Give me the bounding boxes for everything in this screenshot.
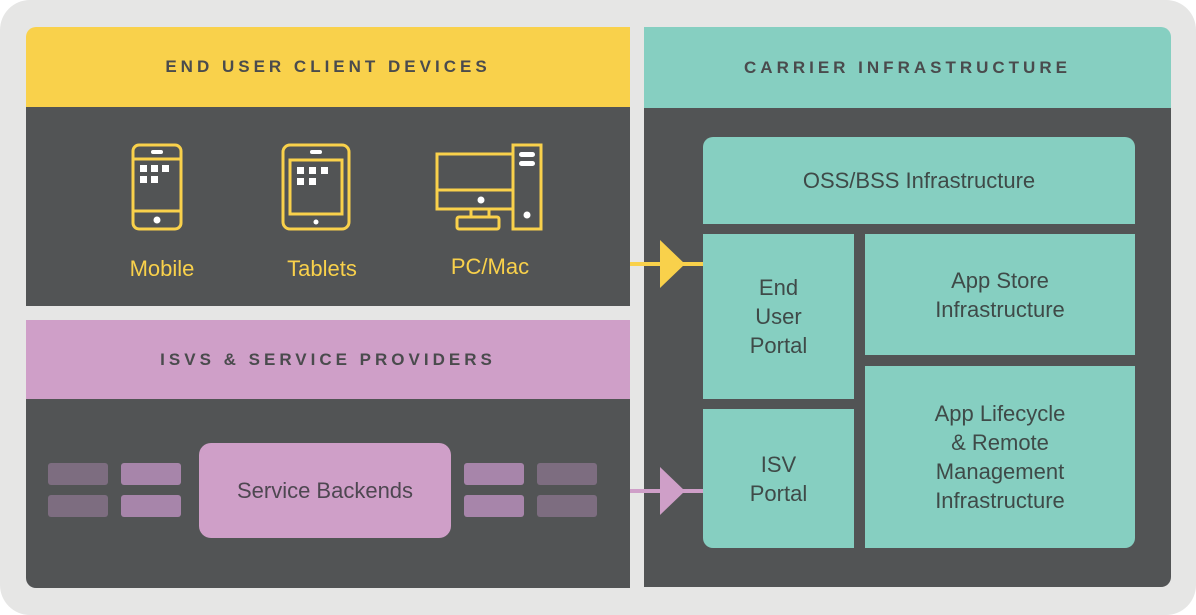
backend-block — [464, 463, 524, 485]
end-user-portal-label: End User Portal — [749, 275, 808, 358]
end-user-header: END USER CLIENT DEVICES — [26, 27, 630, 107]
isv-arrow-icon — [630, 467, 703, 515]
mobile-phone-icon — [131, 143, 183, 231]
isv-portal-label: ISV Portal — [749, 451, 808, 506]
app-store-box: App Store Infrastructure — [865, 234, 1135, 355]
carrier-header: CARRIER INFRASTRUCTURE — [644, 27, 1171, 108]
service-backends-label: Service Backends — [236, 478, 414, 503]
device-label-pc-mac: PC/Mac — [450, 254, 530, 279]
backend-block — [48, 463, 108, 485]
backend-block — [464, 495, 524, 517]
device-label-mobile: Mobile — [129, 256, 195, 281]
backend-block — [537, 495, 597, 517]
app-lifecycle-box: App Lifecycle & Remote Management Infras… — [865, 366, 1135, 548]
device-label-tablets: Tablets — [287, 256, 357, 281]
isv-title: ISVS & SERVICE PROVIDERS — [160, 349, 496, 369]
isv-portal-box: ISV Portal — [703, 409, 854, 548]
oss-bss-box: OSS/BSS Infrastructure — [703, 137, 1135, 224]
backend-block — [121, 495, 181, 517]
app-store-label: App Store Infrastructure — [935, 267, 1065, 322]
carrier-title: CARRIER INFRASTRUCTURE — [744, 57, 1071, 77]
backend-block — [121, 463, 181, 485]
tablet-icon — [281, 143, 351, 231]
desktop-computer-icon — [435, 143, 543, 231]
oss-bss-label: OSS/BSS Infrastructure — [802, 168, 1036, 193]
end-user-arrow-icon — [630, 240, 703, 288]
app-lifecycle-label: App Lifecycle & Remote Management Infras… — [934, 401, 1066, 513]
service-backends-box: Service Backends — [199, 443, 451, 538]
isv-header: ISVS & SERVICE PROVIDERS — [26, 320, 630, 399]
backend-block — [48, 495, 108, 517]
backend-block — [537, 463, 597, 485]
end-user-title: END USER CLIENT DEVICES — [165, 57, 491, 76]
end-user-portal-box: End User Portal — [703, 234, 854, 399]
